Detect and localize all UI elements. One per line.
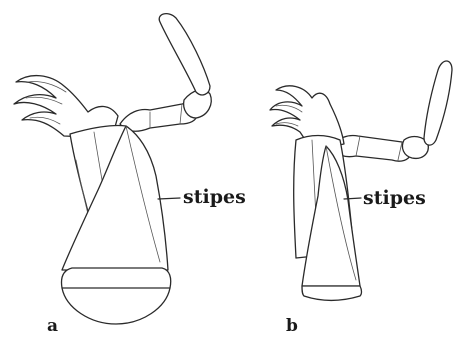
panel-label-b: b	[286, 318, 298, 335]
cardo-a	[61, 268, 170, 324]
cardo-b	[302, 286, 362, 301]
stipes-a-leader	[158, 198, 180, 199]
maxilla-b	[270, 61, 452, 301]
panel-label-a: a	[47, 318, 58, 335]
stipes-label-a: stipes	[183, 188, 246, 207]
stipes-label-b: stipes	[363, 189, 426, 208]
maxilla-a	[14, 14, 211, 324]
maxillary-palp-b	[332, 61, 452, 161]
maxillary-palp-a	[120, 14, 211, 132]
